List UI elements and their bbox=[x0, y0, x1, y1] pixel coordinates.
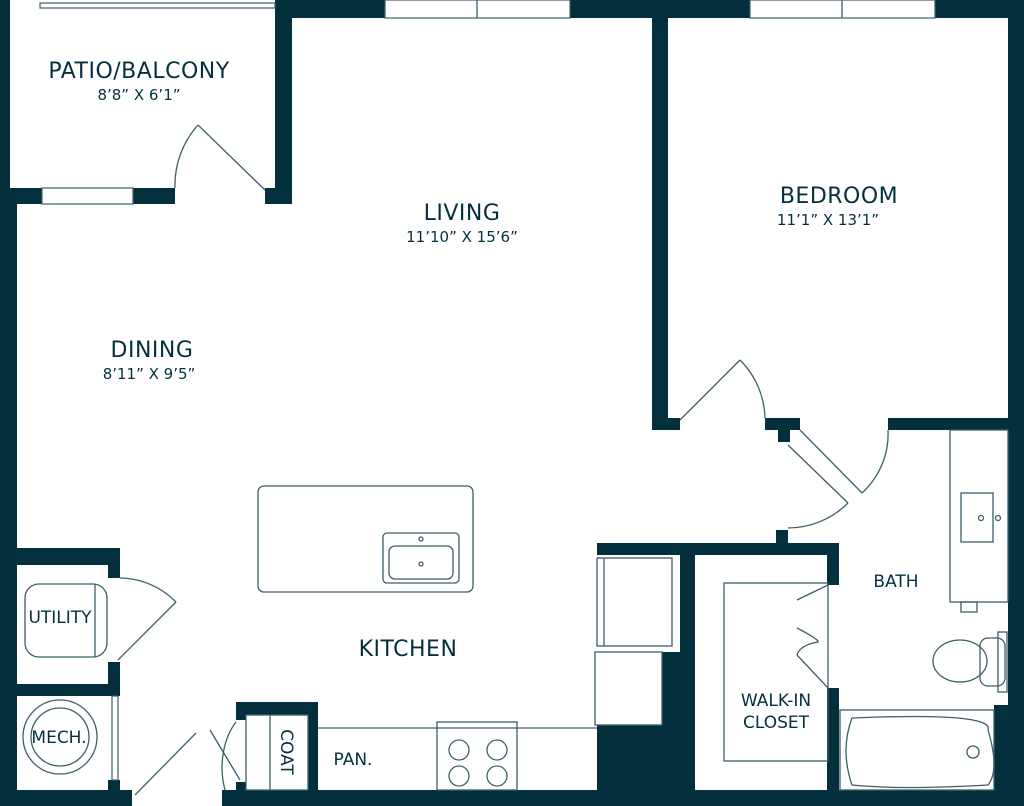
window bbox=[39, 2, 276, 9]
vanity bbox=[949, 429, 1009, 603]
window bbox=[41, 187, 134, 205]
range bbox=[436, 721, 518, 791]
bathtub bbox=[839, 709, 995, 791]
coat-label: COAT bbox=[276, 729, 296, 775]
mech-label: MECH. bbox=[31, 728, 86, 748]
pantry-label: PAN. bbox=[334, 750, 373, 770]
bedroom-label: BEDROOM bbox=[780, 184, 898, 209]
fixtures bbox=[22, 429, 1009, 791]
utility-label: UTILITY bbox=[28, 608, 92, 628]
dining-label: DINING bbox=[111, 338, 194, 363]
bedroom-dims: 11’1” X 13’1” bbox=[777, 211, 879, 229]
patio-dims: 8’8” X 6’1” bbox=[97, 86, 180, 104]
room-labels: PATIO/BALCONY 8’8” X 6’1” LIVING 11’10” … bbox=[28, 59, 918, 775]
refrigerator bbox=[596, 557, 673, 647]
doors bbox=[117, 124, 889, 796]
washer-dryer bbox=[24, 583, 108, 658]
closet-label-1: WALK-IN bbox=[741, 691, 811, 711]
kitchen-sink bbox=[382, 532, 460, 584]
living-label: LIVING bbox=[424, 201, 501, 226]
dining-dims: 8’11” X 9’5” bbox=[103, 365, 196, 383]
toilet bbox=[932, 639, 988, 683]
windows bbox=[39, 0, 936, 781]
closet-label-2: CLOSET bbox=[743, 713, 810, 733]
patio-label: PATIO/BALCONY bbox=[48, 59, 229, 84]
bath-label: BATH bbox=[873, 572, 918, 592]
coat-closet bbox=[245, 714, 309, 791]
window bbox=[111, 695, 119, 781]
water-heater bbox=[22, 699, 98, 775]
living-dims: 11’10” X 15’6” bbox=[406, 228, 518, 246]
kitchen-island bbox=[257, 485, 474, 593]
closet-shelf bbox=[723, 582, 829, 762]
kitchen-label: KITCHEN bbox=[359, 637, 458, 662]
